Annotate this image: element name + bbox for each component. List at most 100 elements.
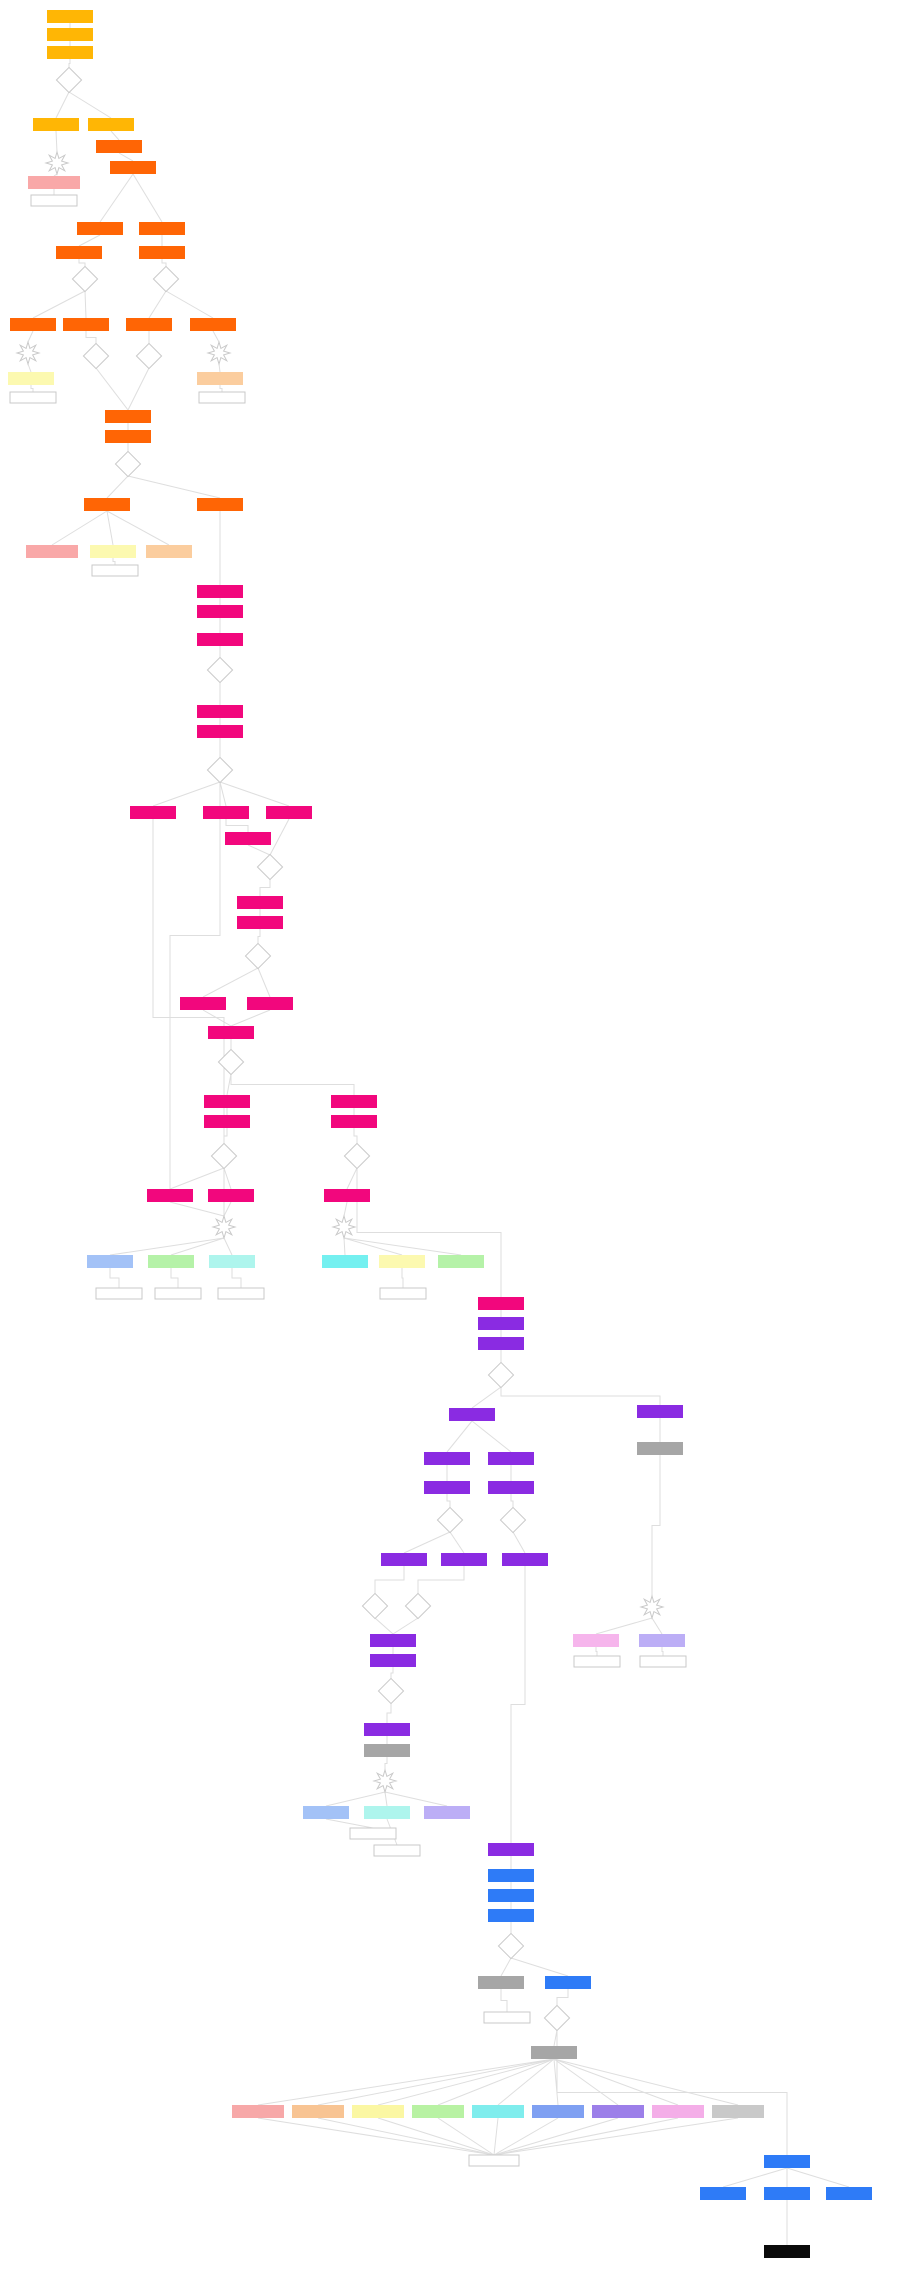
output-node[interactable] bbox=[573, 1655, 621, 1668]
output-node[interactable] bbox=[349, 1827, 397, 1840]
decision-diamond-node[interactable] bbox=[377, 1677, 405, 1705]
op-node[interactable] bbox=[88, 118, 134, 131]
op-node[interactable] bbox=[352, 2105, 404, 2118]
op-node[interactable] bbox=[364, 1744, 410, 1757]
op-node[interactable] bbox=[204, 1115, 250, 1128]
decision-diamond-node[interactable] bbox=[71, 265, 99, 293]
op-node[interactable] bbox=[204, 1095, 250, 1108]
op-node[interactable] bbox=[424, 1481, 470, 1494]
op-node[interactable] bbox=[77, 222, 123, 235]
op-node[interactable] bbox=[139, 246, 185, 259]
decision-diamond-node[interactable] bbox=[206, 656, 234, 684]
op-node[interactable] bbox=[545, 1976, 591, 1989]
op-node[interactable] bbox=[126, 318, 172, 331]
op-node[interactable] bbox=[56, 246, 102, 259]
decision-diamond-node[interactable] bbox=[210, 1142, 238, 1170]
op-node[interactable] bbox=[203, 806, 249, 819]
op-node[interactable] bbox=[292, 2105, 344, 2118]
star-junction-node[interactable] bbox=[15, 340, 41, 366]
op-node[interactable] bbox=[502, 1553, 548, 1566]
decision-diamond-node[interactable] bbox=[487, 1361, 515, 1389]
op-node[interactable] bbox=[197, 372, 243, 385]
op-node[interactable] bbox=[652, 2105, 704, 2118]
decision-diamond-node[interactable] bbox=[206, 756, 234, 784]
op-node[interactable] bbox=[84, 498, 130, 511]
op-node[interactable] bbox=[441, 1553, 487, 1566]
op-node[interactable] bbox=[90, 545, 136, 558]
op-node[interactable] bbox=[146, 545, 192, 558]
op-node[interactable] bbox=[26, 545, 78, 558]
op-node[interactable] bbox=[331, 1095, 377, 1108]
op-node[interactable] bbox=[639, 1634, 685, 1647]
op-node[interactable] bbox=[478, 1337, 524, 1350]
op-node[interactable] bbox=[10, 318, 56, 331]
op-node[interactable] bbox=[197, 705, 243, 718]
decision-diamond-node[interactable] bbox=[135, 342, 163, 370]
op-node[interactable] bbox=[303, 1806, 349, 1819]
op-node[interactable] bbox=[637, 1405, 683, 1418]
op-node[interactable] bbox=[225, 832, 271, 845]
op-node[interactable] bbox=[28, 176, 80, 189]
decision-diamond-node[interactable] bbox=[343, 1142, 371, 1170]
op-node[interactable] bbox=[488, 1889, 534, 1902]
output-node[interactable] bbox=[373, 1844, 421, 1857]
op-node[interactable] bbox=[531, 2046, 577, 2059]
op-node[interactable] bbox=[472, 2105, 524, 2118]
decision-diamond-node[interactable] bbox=[543, 2004, 571, 2032]
op-node[interactable] bbox=[47, 10, 93, 23]
output-node[interactable] bbox=[217, 1287, 265, 1300]
op-node[interactable] bbox=[573, 1634, 619, 1647]
op-node[interactable] bbox=[63, 318, 109, 331]
op-node[interactable] bbox=[488, 1909, 534, 1922]
op-node[interactable] bbox=[209, 1255, 255, 1268]
op-node[interactable] bbox=[105, 430, 151, 443]
op-node[interactable] bbox=[331, 1115, 377, 1128]
op-node[interactable] bbox=[130, 806, 176, 819]
op-node[interactable] bbox=[237, 896, 283, 909]
op-node[interactable] bbox=[197, 633, 243, 646]
op-node[interactable] bbox=[637, 1442, 683, 1455]
op-node[interactable] bbox=[592, 2105, 644, 2118]
op-node[interactable] bbox=[379, 1255, 425, 1268]
op-node[interactable] bbox=[87, 1255, 133, 1268]
op-node[interactable] bbox=[105, 410, 151, 423]
decision-diamond-node[interactable] bbox=[497, 1932, 525, 1960]
op-node[interactable] bbox=[478, 1976, 524, 1989]
op-node[interactable] bbox=[488, 1481, 534, 1494]
star-junction-node[interactable] bbox=[372, 1768, 398, 1794]
op-node[interactable] bbox=[364, 1723, 410, 1736]
op-node[interactable] bbox=[197, 498, 243, 511]
op-node[interactable] bbox=[700, 2187, 746, 2200]
output-node[interactable] bbox=[639, 1655, 687, 1668]
op-node[interactable] bbox=[381, 1553, 427, 1566]
decision-diamond-node[interactable] bbox=[82, 342, 110, 370]
op-node[interactable] bbox=[532, 2105, 584, 2118]
op-node[interactable] bbox=[110, 161, 156, 174]
op-node[interactable] bbox=[764, 2155, 810, 2168]
op-node[interactable] bbox=[412, 2105, 464, 2118]
op-node[interactable] bbox=[47, 28, 93, 41]
output-node[interactable] bbox=[30, 194, 78, 207]
decision-diamond-node[interactable] bbox=[499, 1506, 527, 1534]
output-node[interactable] bbox=[91, 564, 139, 577]
op-node[interactable] bbox=[139, 222, 185, 235]
op-node[interactable] bbox=[826, 2187, 872, 2200]
op-node[interactable] bbox=[364, 1806, 410, 1819]
output-node[interactable] bbox=[468, 2154, 520, 2167]
decision-diamond-node[interactable] bbox=[361, 1592, 389, 1620]
op-node[interactable] bbox=[148, 1255, 194, 1268]
output-node[interactable] bbox=[483, 2011, 531, 2024]
op-node[interactable] bbox=[47, 46, 93, 59]
op-node[interactable] bbox=[322, 1255, 368, 1268]
op-node[interactable] bbox=[370, 1654, 416, 1667]
op-node[interactable] bbox=[478, 1317, 524, 1330]
op-node[interactable] bbox=[33, 118, 79, 131]
decision-diamond-node[interactable] bbox=[217, 1048, 245, 1076]
op-node[interactable] bbox=[764, 2187, 810, 2200]
op-node[interactable] bbox=[478, 1297, 524, 1310]
op-node[interactable] bbox=[237, 916, 283, 929]
decision-diamond-node[interactable] bbox=[55, 66, 83, 94]
decision-diamond-node[interactable] bbox=[436, 1506, 464, 1534]
decision-diamond-node[interactable] bbox=[244, 942, 272, 970]
decision-diamond-node[interactable] bbox=[256, 853, 284, 881]
